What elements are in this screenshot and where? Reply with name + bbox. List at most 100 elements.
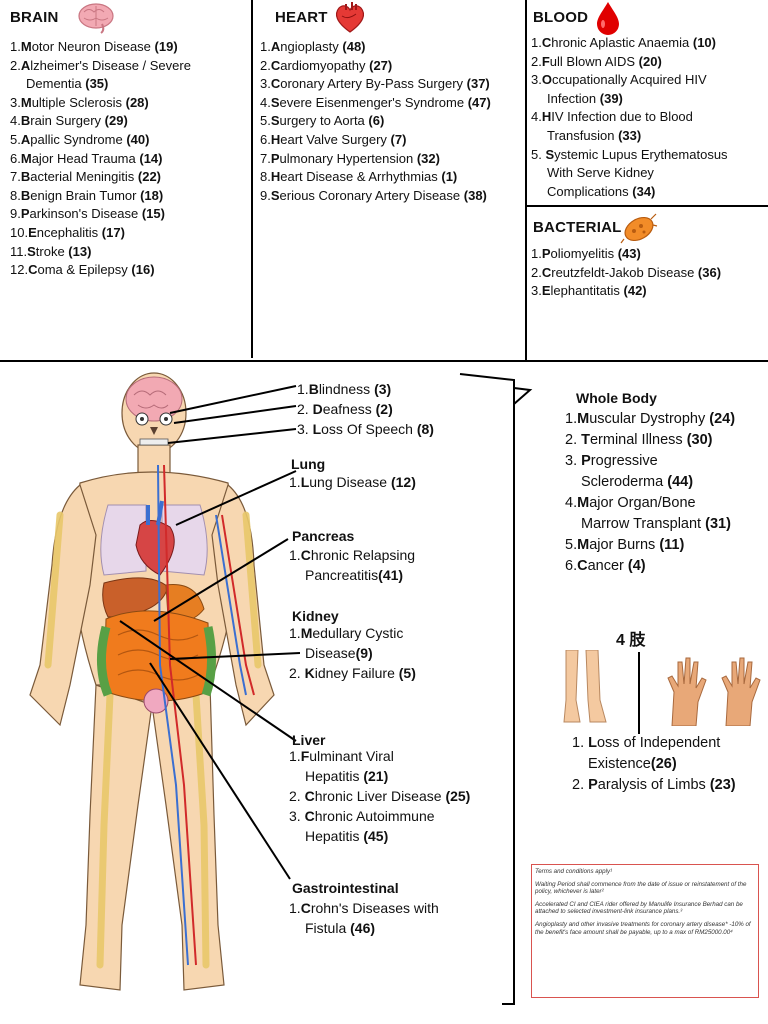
list-item: 1.Blindness (3) <box>297 379 467 399</box>
list-item: 2. Paralysis of Limbs (23) <box>572 775 768 796</box>
list-item: 5.Surgery to Aorta (6) <box>260 112 522 131</box>
item-initial: E <box>541 283 551 299</box>
item-code: (25) <box>445 788 471 804</box>
list-item: 1.Chronic Aplastic Anaemia (10) <box>531 34 765 53</box>
item-text-continued: Existence(26) <box>588 756 677 772</box>
item-text: lephantitatis <box>550 283 624 299</box>
item-number: 6. <box>10 150 21 166</box>
item-number: 7. <box>10 169 21 185</box>
item-initial: C <box>541 264 552 280</box>
item-text: troke <box>35 243 69 259</box>
item-code: (34) <box>632 183 656 199</box>
item-code: (7) <box>390 131 407 147</box>
item-number: 3. <box>10 94 21 110</box>
item-number: 2. <box>10 57 21 73</box>
item-code: (26) <box>650 756 677 772</box>
item-text: ajor Organ/Bone <box>589 495 696 511</box>
liver-title: Liver <box>292 732 326 748</box>
item-number: 5. <box>10 131 21 147</box>
list-item: 2.Cardiomyopathy (27) <box>260 57 522 76</box>
item-code: (16) <box>131 262 155 278</box>
item-code: (31) <box>705 516 731 532</box>
list-item: 8.Heart Disease & Arrhythmias (1) <box>260 168 522 187</box>
item-initial: S <box>545 146 555 162</box>
item-text: oronary Artery By-Pass Surgery <box>280 76 467 92</box>
item-code: (33) <box>618 127 642 143</box>
item-text: idney Failure <box>314 665 399 681</box>
item-text: hronic Liver Disease <box>314 788 446 804</box>
item-initial: H <box>270 131 281 147</box>
item-code: (4) <box>627 558 646 574</box>
list-item: 5.Major Burns (11) <box>565 535 765 556</box>
item-text: oliomyelitis <box>550 246 618 261</box>
whole-body-list: 1.Muscular Dystrophy (24)2. Terminal Ill… <box>565 409 765 577</box>
item-number: 1. <box>572 735 589 751</box>
pancreas-title: Pancreas <box>292 528 355 544</box>
item-initial: S <box>270 187 280 203</box>
item-text: erious Coronary Artery Disease <box>279 187 464 203</box>
item-code: (14) <box>139 150 163 166</box>
item-initial: B <box>20 169 31 185</box>
list-item: 3.Multiple Sclerosis (28) <box>10 94 246 113</box>
lung-list: 1.Lung Disease (12) <box>289 472 469 492</box>
item-number: 5. <box>260 113 271 129</box>
item-number: 8. <box>10 187 21 203</box>
item-text: evere Eisenmenger's Syndrome <box>279 94 468 110</box>
list-item: 12.Coma & Epilepsy (16) <box>10 261 246 280</box>
item-number: 1. <box>531 35 542 50</box>
item-code: (35) <box>85 76 109 92</box>
item-text-continued: Disease(9) <box>305 645 373 661</box>
item-number: 6. <box>565 558 578 574</box>
item-text: aralysis of Limbs <box>597 777 710 793</box>
item-code: (6) <box>368 113 385 129</box>
item-initial: P <box>20 206 30 222</box>
item-text-continued: Transfusion (33) <box>547 127 642 143</box>
list-item: 2. Terminal Illness (30) <box>565 430 765 451</box>
item-code: (46) <box>350 920 376 936</box>
item-text: ngioplasty <box>280 39 343 54</box>
lung-title: Lung <box>291 456 326 472</box>
list-item: 9.Parkinson's Disease (15) <box>10 205 246 224</box>
list-item: 1.Poliomyelitis (43) <box>531 245 765 264</box>
item-text: ulmonary Hypertension <box>279 150 417 166</box>
terms-line-3: Accelerated CI and CIEA rider offered by… <box>535 900 743 916</box>
item-code: (15) <box>141 206 165 222</box>
item-text: ajor Head Trauma <box>31 150 140 166</box>
item-text: hronic Aplastic Anaemia <box>551 35 693 50</box>
item-number: 2. <box>260 57 271 73</box>
divider-right <box>525 0 527 362</box>
item-initial: M <box>20 39 32 54</box>
item-initial: C <box>541 35 552 50</box>
item-code: (21) <box>363 768 389 784</box>
item-text: eart Disease & Arrhythmias <box>280 169 442 185</box>
human-body-diagram <box>29 372 300 991</box>
item-text: rohn's Diseases with <box>310 900 439 916</box>
item-initial: A <box>270 39 281 54</box>
item-code: (44) <box>667 474 694 490</box>
item-initial: H <box>270 169 281 185</box>
list-item: 4.Brain Surgery (29) <box>10 112 246 131</box>
item-text: enign Brain Tumor <box>30 187 141 203</box>
item-initial: A <box>20 57 31 73</box>
item-number: 4. <box>10 113 21 129</box>
item-number: 9. <box>260 187 271 203</box>
item-initial: L <box>300 474 310 490</box>
terms-line-1: Terms and conditions apply¹ <box>535 868 613 875</box>
item-code: (28) <box>125 94 149 110</box>
list-item: 3.Coronary Artery By-Pass Surgery (37) <box>260 75 522 94</box>
item-number: 10. <box>10 224 29 240</box>
item-code: (5) <box>398 665 416 681</box>
item-text-continued: Infection (39) <box>547 90 623 106</box>
item-number: 2. <box>297 401 313 417</box>
list-item: 2. Kidney Failure (5) <box>289 663 489 683</box>
item-text: reutzfeldt-Jakob Disease <box>551 264 698 280</box>
item-text-continued: Hepatitis (45) <box>305 828 389 844</box>
item-number: 9. <box>10 206 21 222</box>
item-text: edullary Cystic <box>312 625 404 641</box>
